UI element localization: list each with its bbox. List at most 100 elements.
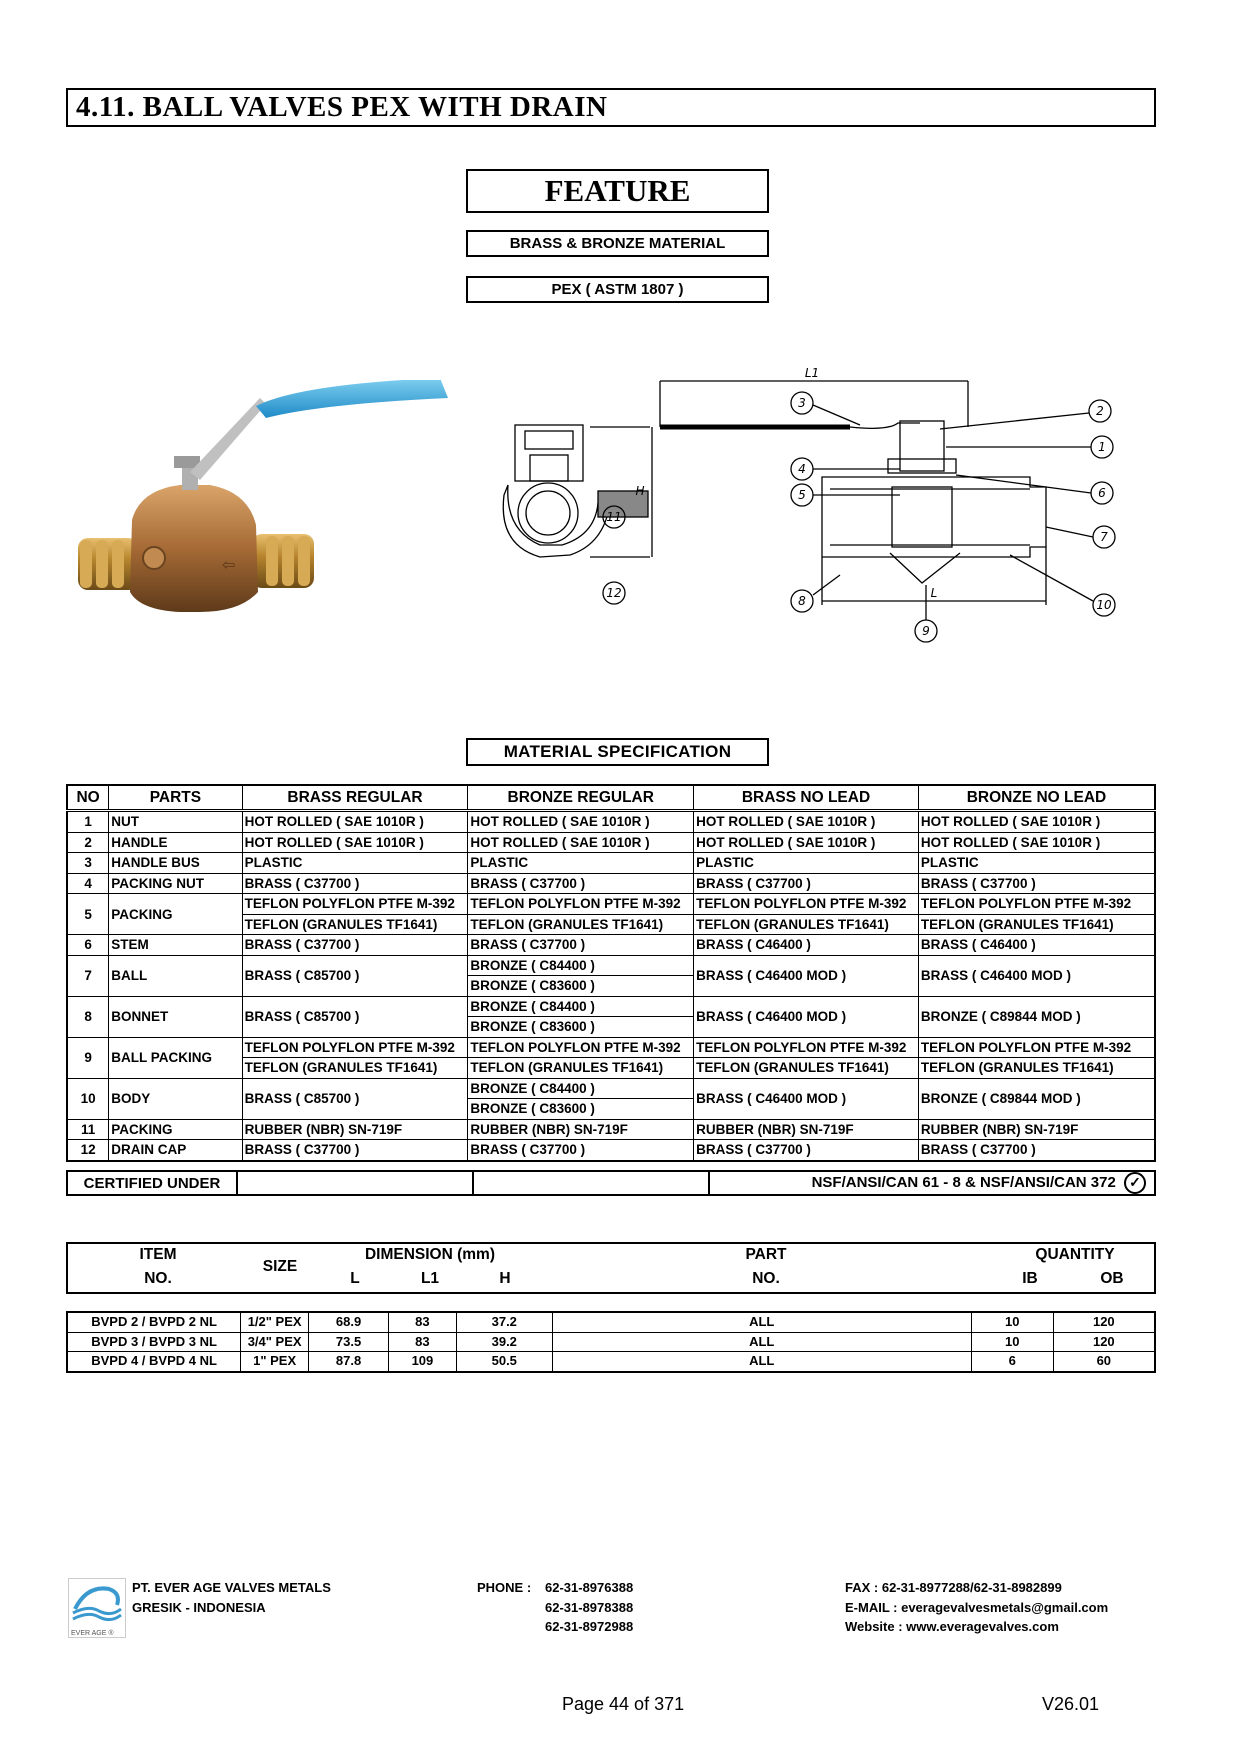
header-item-no: NO.: [144, 1270, 172, 1287]
row-number: 3: [66, 852, 110, 874]
page-title: 4.11. BALL VALVES PEX WITH DRAIN: [66, 88, 1156, 127]
dimension-cell-h: 39.2: [455, 1331, 553, 1352]
row-number: 9: [66, 1036, 110, 1079]
dimension-cell-ob: 60: [1052, 1351, 1156, 1372]
material-cell: TEFLON (GRANULES TF1641): [241, 913, 469, 935]
material-cell: TEFLON POLYFLON PTFE M-392: [241, 1036, 469, 1058]
valve-photo: ⇦: [78, 380, 448, 612]
material-cell: BRASS ( C85700 ): [241, 954, 469, 997]
callout-4: 4: [798, 462, 806, 476]
material-cell: BRASS ( C37700 ): [693, 1139, 919, 1161]
dimension-cell-l1: 83: [387, 1311, 457, 1333]
row-number: 5: [66, 893, 110, 935]
header-dimension: DIMENSION (mm): [364, 1246, 496, 1263]
logo-text: EVER AGE ®: [71, 1630, 114, 1637]
row-number: 7: [66, 954, 110, 997]
material-cell: BRASS ( C37700 ): [467, 934, 695, 956]
header-h: H: [499, 1270, 511, 1287]
material-cell: BRASS ( C37700 ): [917, 872, 1156, 894]
material-cell: BRASS ( C37700 ): [241, 1139, 469, 1161]
column-header: BRASS NO LEAD: [693, 784, 919, 812]
phone-1: 62-31-8976388: [545, 1580, 634, 1595]
material-cell: HOT ROLLED ( SAE 1010R ): [917, 831, 1156, 853]
table-row: BRONZE ( C83600 ): [67, 975, 1155, 997]
part-name: PACKING: [108, 893, 243, 935]
material-cell: PLASTIC: [241, 852, 469, 874]
dimension-cell-ob: 120: [1052, 1311, 1156, 1333]
dimension-cell-part: ALL: [551, 1351, 972, 1372]
dim-label-h: H: [635, 484, 644, 498]
feature-item-material: BRASS & BRONZE MATERIAL: [466, 230, 769, 257]
material-cell: BRASS ( C46400 MOD ): [693, 1077, 919, 1120]
part-name: BONNET: [108, 995, 243, 1038]
dimension-cell-l1: 83: [387, 1331, 457, 1352]
material-cell: BRASS ( C46400 MOD ): [693, 954, 919, 997]
material-cell: BRASS ( C37700 ): [241, 872, 469, 894]
material-cell: RUBBER (NBR) SN-719F: [467, 1118, 695, 1140]
material-spec-table: NO PARTS BRASS REGULAR BRONZE REGULAR BR…: [66, 784, 1156, 1162]
website-link[interactable]: Website : www.everagevalves.com: [845, 1619, 1059, 1634]
email-link[interactable]: E-MAIL : everagevalvesmetals@gmail.com: [845, 1599, 1109, 1615]
table-header-row: NO PARTS BRASS REGULAR BRONZE REGULAR BR…: [66, 784, 1156, 812]
certified-standards: NSF/ANSI/CAN 61 - 8 & NSF/ANSI/CAN 372: [811, 1173, 1116, 1191]
material-cell: HOT ROLLED ( SAE 1010R ): [467, 831, 695, 853]
material-cell: RUBBER (NBR) SN-719F: [241, 1118, 469, 1140]
material-cell: BRONZE ( C89844 MOD ): [917, 995, 1156, 1038]
material-cell: HOT ROLLED ( SAE 1010R ): [693, 831, 919, 853]
dimension-cell-ib: 10: [970, 1331, 1054, 1352]
header-l1: L1: [420, 1270, 440, 1287]
material-cell: BRASS ( C46400 ): [917, 934, 1156, 956]
material-cell: BRONZE ( C84400 ): [467, 1077, 695, 1099]
dimension-cell-l: 68.9: [308, 1311, 389, 1333]
material-cell: BRASS ( C37700 ): [467, 1139, 695, 1161]
part-name: HANDLE BUS: [108, 852, 243, 874]
callout-5: 5: [798, 488, 806, 502]
callout-11: 11: [606, 510, 621, 524]
callout-8: 8: [798, 594, 806, 608]
material-cell: TEFLON POLYFLON PTFE M-392: [917, 893, 1156, 915]
material-cell: TEFLON (GRANULES TF1641): [241, 1057, 469, 1079]
part-name: HANDLE: [108, 831, 243, 853]
material-cell: BRONZE ( C84400 ): [467, 995, 695, 1017]
version-label: V26.01: [1042, 1694, 1100, 1714]
header-size: SIZE: [262, 1258, 298, 1275]
material-cell: BRASS ( C37700 ): [241, 934, 469, 956]
part-name: PACKING NUT: [108, 872, 243, 894]
dim-label-l: L: [931, 586, 938, 600]
fax: FAX : 62-31-8977288/62-31-8982899: [845, 1580, 1062, 1595]
material-cell: BRASS ( C37700 ): [693, 872, 919, 894]
material-cell: BRONZE ( C89844 MOD ): [917, 1077, 1156, 1120]
callout-9: 9: [922, 624, 930, 638]
feature-item-pex: PEX ( ASTM 1807 ): [466, 276, 769, 303]
material-cell: PLASTIC: [467, 852, 695, 874]
material-cell: HOT ROLLED ( SAE 1010R ): [917, 810, 1156, 833]
row-number: 1: [66, 810, 110, 833]
column-header: NO: [66, 784, 110, 812]
row-number: 4: [66, 872, 110, 894]
phone-2: 62-31-8978388: [545, 1599, 634, 1615]
header-quantity: QUANTITY: [1035, 1246, 1115, 1263]
material-cell: BRASS ( C46400 MOD ): [917, 954, 1156, 997]
material-cell: HOT ROLLED ( SAE 1010R ): [467, 810, 695, 833]
dimension-cell-h: 50.5: [455, 1351, 553, 1372]
material-cell: TEFLON POLYFLON PTFE M-392: [467, 893, 695, 915]
table-row: BRONZE ( C83600 ): [67, 1098, 1155, 1120]
row-number: 12: [66, 1139, 110, 1161]
column-header: BRASS REGULAR: [241, 784, 469, 812]
material-cell: BRASS ( C85700 ): [241, 995, 469, 1038]
header-l: L: [350, 1270, 360, 1287]
part-name: BALL: [108, 954, 243, 997]
callout-12: 12: [606, 586, 621, 600]
certified-label: CERTIFIED UNDER: [66, 1170, 238, 1196]
